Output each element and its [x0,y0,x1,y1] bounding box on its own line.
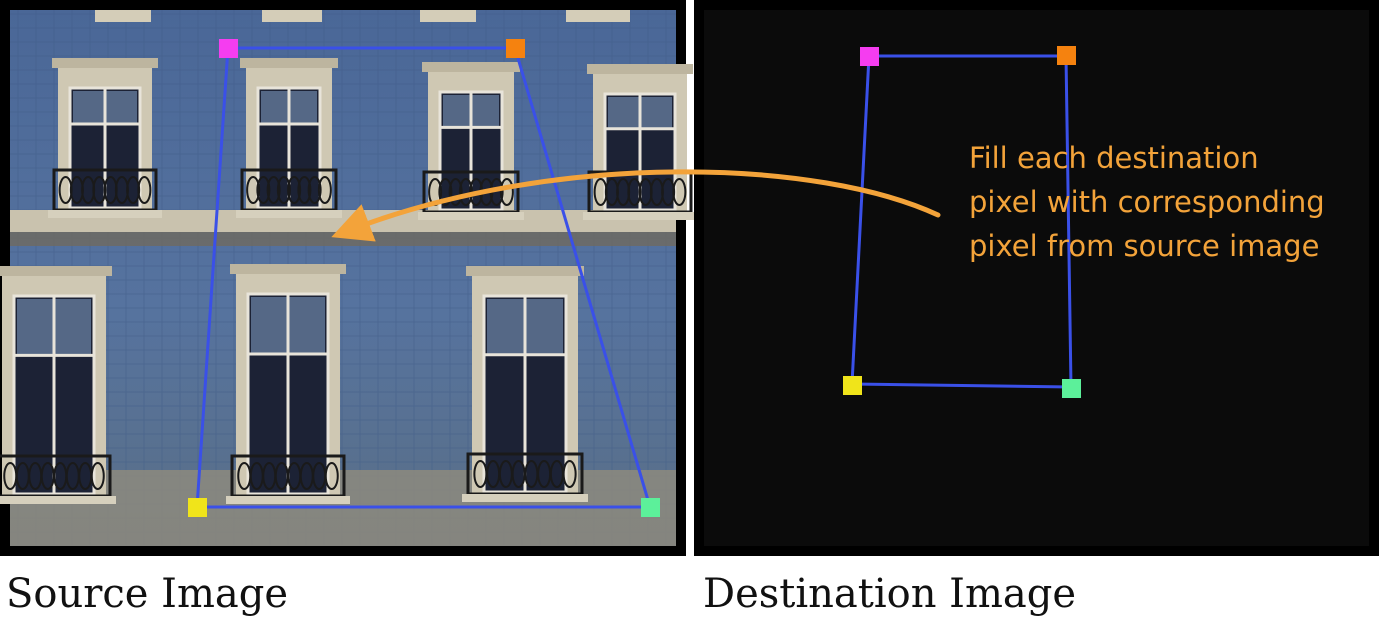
annotation-text: Fill each destination pixel with corresp… [969,141,1325,263]
destination-corner-top-left-marker[interactable] [860,47,879,66]
annotation-line-2: pixel with corresponding [969,185,1325,219]
source-corner-bottom-left-marker[interactable] [188,498,207,517]
annotation-line-3: pixel from source image [969,229,1319,263]
destination-canvas [704,10,1369,546]
top-window-ledge-2 [262,10,322,22]
upper-window-2 [236,58,342,218]
mapping-arrow [331,169,941,242]
top-window-ledge-1 [95,10,151,22]
destination-corner-top-right-marker[interactable] [1057,46,1076,65]
upper-window-1 [48,58,162,218]
upper-window-4 [583,64,697,220]
destination-image-caption: Destination Image [703,571,1077,617]
destination-corner-bottom-left-marker[interactable] [843,376,862,395]
lower-window-2 [226,264,350,504]
top-window-ledge-3 [420,10,476,22]
building-photo [0,10,697,546]
destination-image-panel [694,0,1379,556]
top-window-ledge-4 [566,10,630,22]
lower-window-1 [0,266,116,504]
annotation-line-1: Fill each destination [969,141,1259,175]
destination-corner-bottom-right-marker[interactable] [1062,379,1081,398]
source-corner-bottom-right-marker[interactable] [641,498,660,517]
source-corner-top-right-marker[interactable] [506,39,525,58]
lower-window-3 [462,266,588,502]
source-image-panel [0,0,697,556]
source-corner-top-left-marker[interactable] [219,39,238,58]
source-image-caption: Source Image [6,571,289,617]
